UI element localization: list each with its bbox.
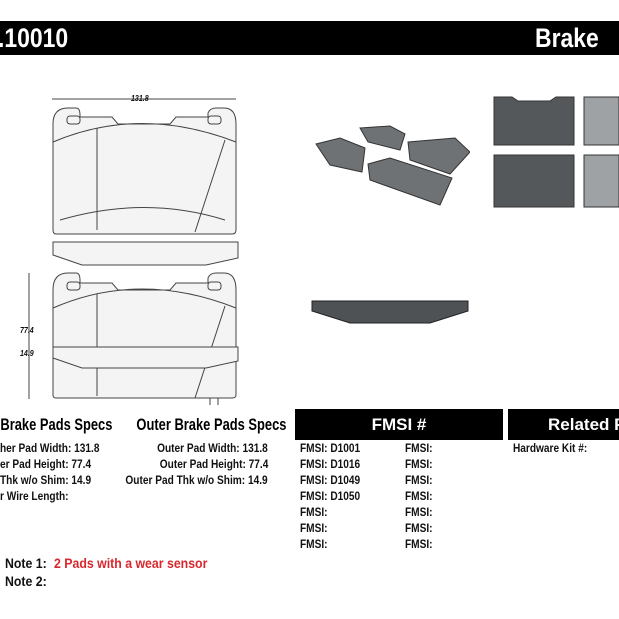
- part-number: .10010: [0, 23, 69, 53]
- page-title: Brake F: [535, 23, 599, 84]
- outer-specs-header: Outer Brake Pads Specs: [135, 415, 286, 434]
- related-parts-header: Related Par: [508, 409, 619, 440]
- note1-label: Note 1:: [5, 555, 47, 571]
- pad-edge-photo: [311, 300, 469, 324]
- pad-side-drawing: [28, 342, 239, 370]
- note1-value: 2 Pads with a wear sensor: [54, 555, 208, 571]
- height-dimension: 77.4: [20, 326, 34, 335]
- width-dimension: 131.8: [131, 94, 149, 103]
- inner-specs-header: Brake Pads Specs: [0, 415, 112, 434]
- pad-set-photo: [315, 125, 470, 206]
- note2-label: Note 2:: [5, 573, 47, 589]
- pad-front-back-photo: [493, 96, 619, 208]
- hardware-kit: Hardware Kit #:: [513, 443, 588, 455]
- title-bar: .10010 Brake F: [0, 21, 619, 84]
- thickness-dimension: 14.9: [20, 349, 34, 358]
- fmsi-header: FMSI #: [295, 409, 503, 440]
